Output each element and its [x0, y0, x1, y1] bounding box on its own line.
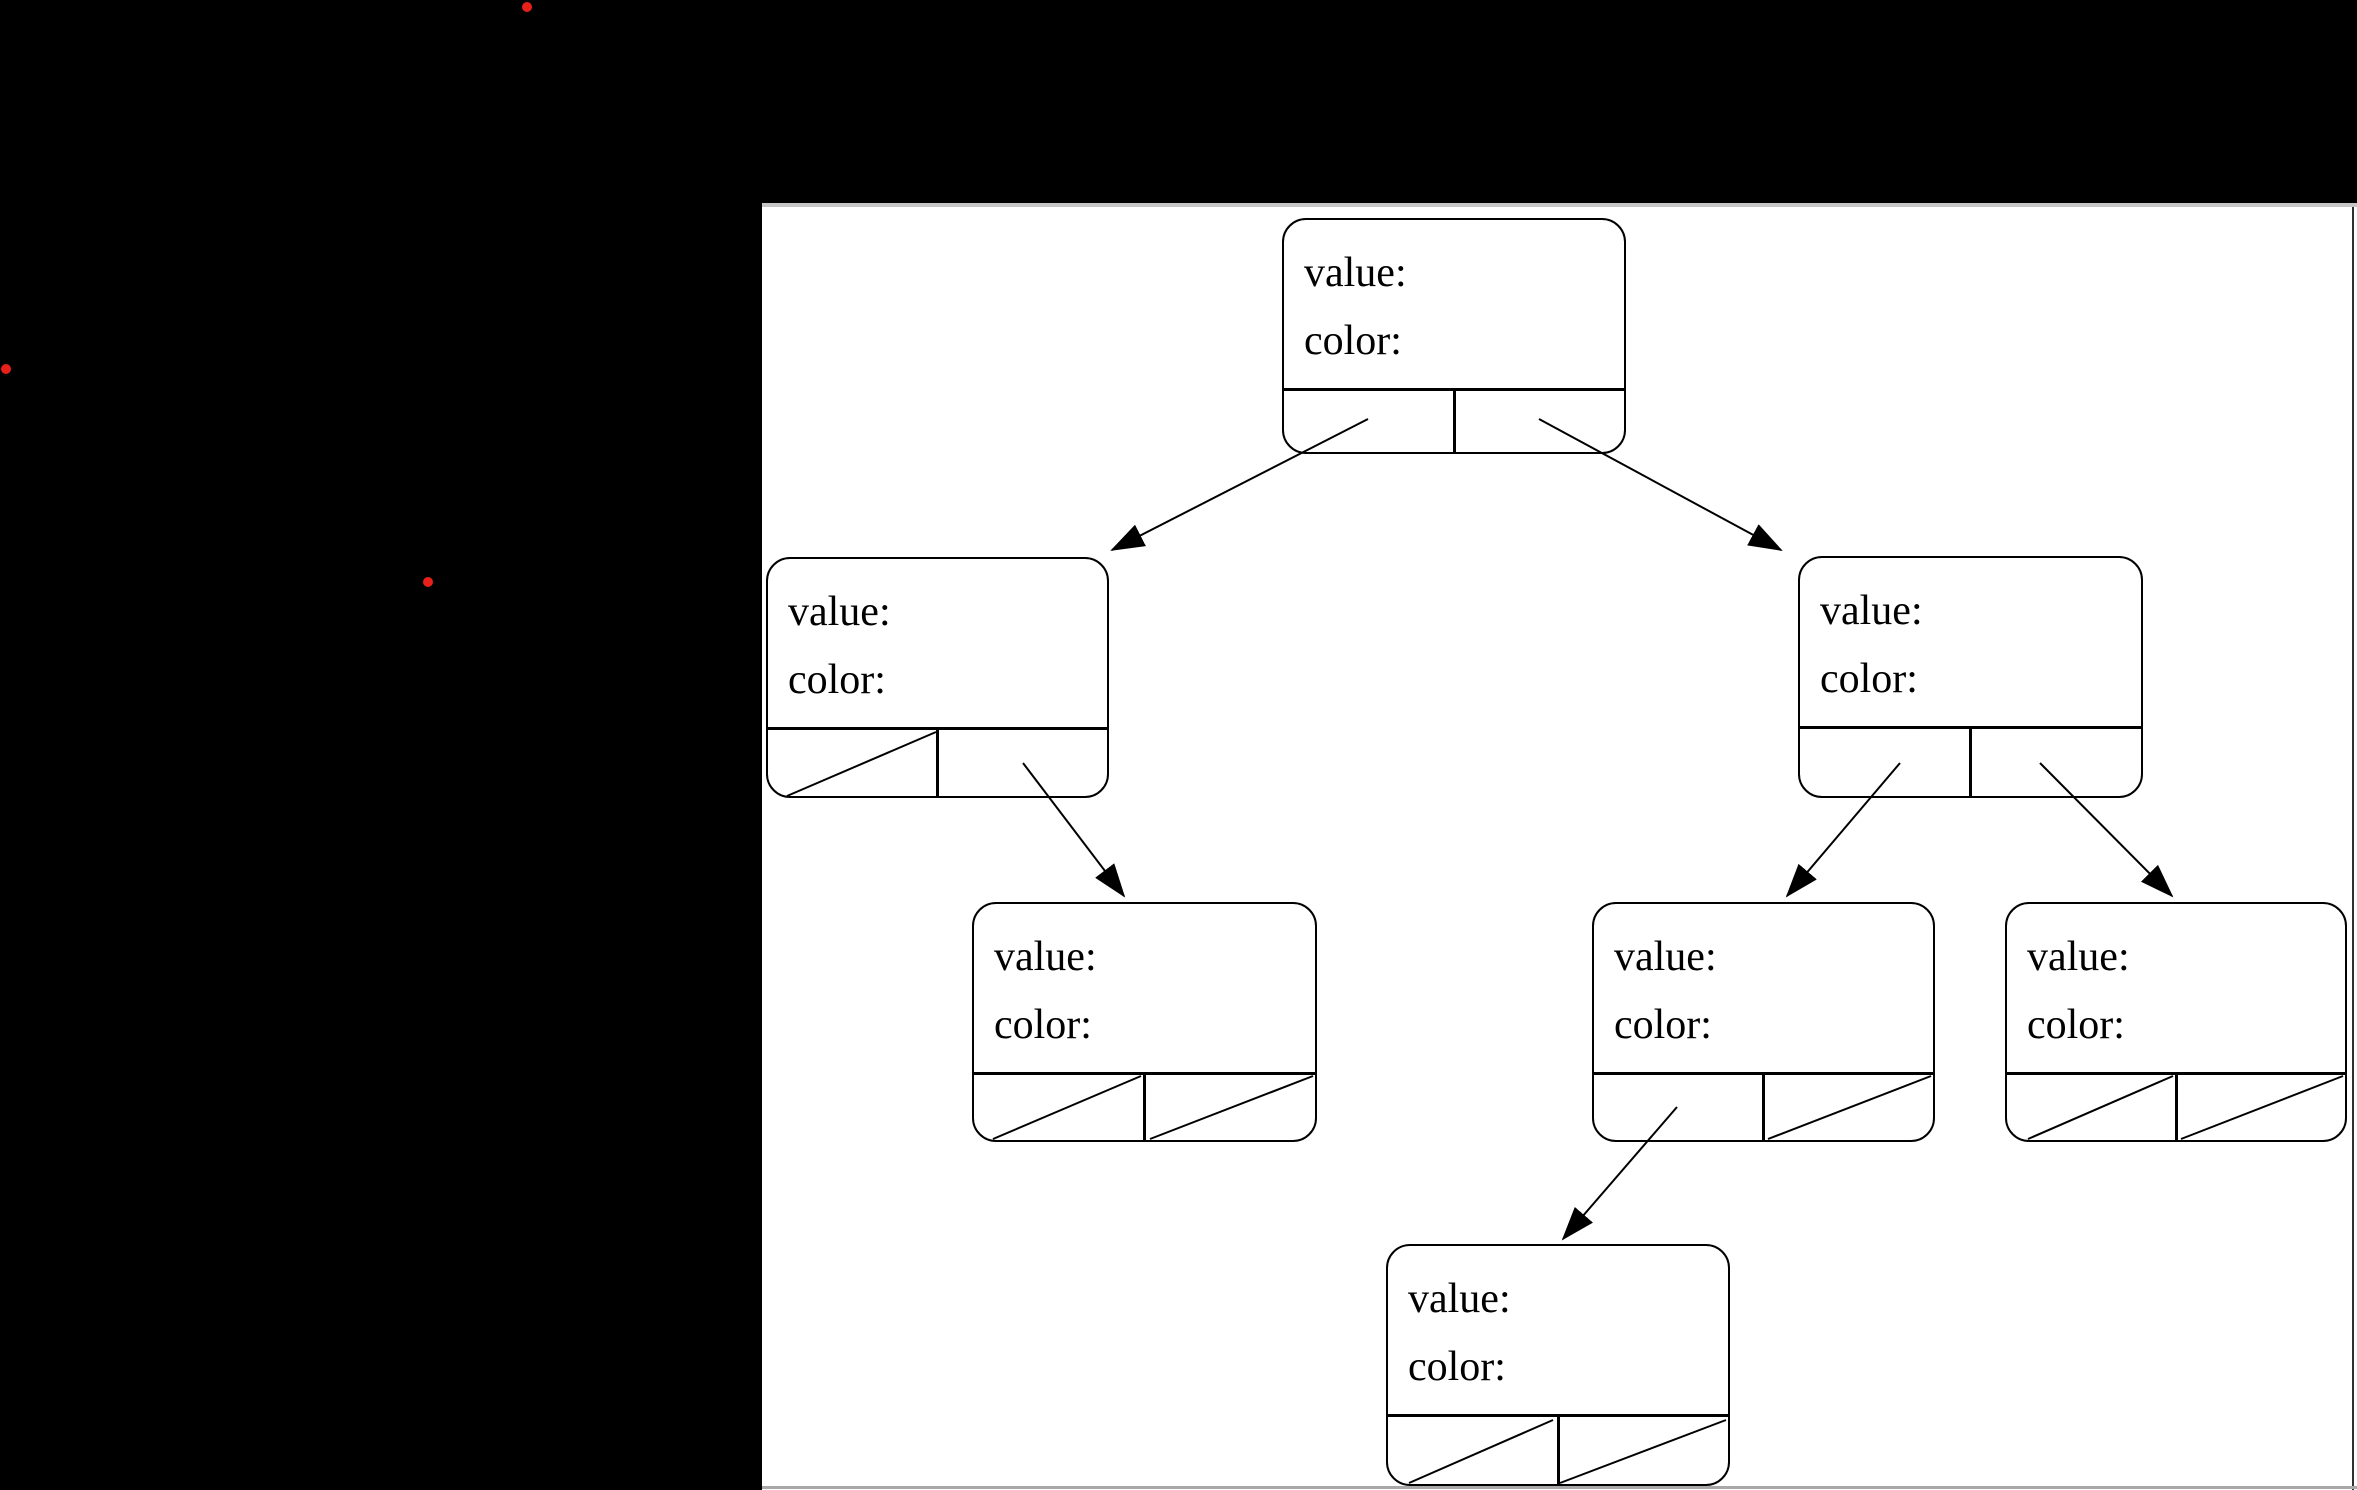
node-pointer-row: [1594, 1072, 1933, 1140]
tree-node-root: value: color:: [1282, 218, 1626, 454]
node-fields: value: color:: [2007, 904, 2345, 1072]
left-pointer-cell: [2007, 1075, 2178, 1140]
tree-node-right-left-left: value: color:: [1386, 1244, 1730, 1486]
node-value-label: value:: [1820, 588, 1923, 634]
tree-node-right-left: value: color:: [1592, 902, 1935, 1142]
node-fields: value: color:: [768, 559, 1107, 727]
left-pointer-cell: [768, 730, 939, 796]
node-pointer-row: [1284, 388, 1624, 452]
node-value-label: value:: [1614, 934, 1717, 980]
node-fields: value: color:: [974, 904, 1315, 1072]
node-color-label: color:: [2027, 1002, 2125, 1048]
tree-node-right-right: value: color:: [2005, 902, 2347, 1142]
node-pointer-row: [974, 1072, 1315, 1140]
node-fields: value: color:: [1284, 220, 1624, 388]
right-pointer-cell: [2178, 1075, 2346, 1140]
left-pointer-cell: [1800, 729, 1972, 796]
left-pointer-cell: [1594, 1075, 1765, 1140]
node-fields: value: color:: [1800, 558, 2141, 726]
node-pointer-row: [2007, 1072, 2345, 1140]
node-value-label: value:: [1408, 1276, 1511, 1322]
node-color-label: color:: [1408, 1344, 1506, 1390]
right-pointer-cell: [939, 730, 1107, 796]
node-pointer-row: [1800, 726, 2141, 796]
page-bottom-border: [762, 1486, 2357, 1489]
node-pointer-row: [768, 727, 1107, 796]
node-pointer-row: [1388, 1414, 1728, 1484]
tree-node-right-child: value: color:: [1798, 556, 2143, 798]
node-value-label: value:: [994, 934, 1097, 980]
right-pointer-cell: [1560, 1417, 1729, 1484]
node-color-label: color:: [1614, 1002, 1712, 1048]
left-pointer-cell: [1388, 1417, 1560, 1484]
node-color-label: color:: [1820, 656, 1918, 702]
right-pointer-cell: [1456, 391, 1625, 452]
right-pointer-cell: [1146, 1075, 1315, 1140]
node-color-label: color:: [994, 1002, 1092, 1048]
left-pointer-cell: [1284, 391, 1456, 452]
red-dot-marker: [1, 364, 11, 374]
node-color-label: color:: [1304, 318, 1402, 364]
node-value-label: value:: [2027, 934, 2130, 980]
node-value-label: value:: [1304, 250, 1407, 296]
tree-node-left-child: value: color:: [766, 557, 1109, 798]
red-dot-marker: [423, 577, 433, 587]
right-pointer-cell: [1765, 1075, 1933, 1140]
page-right-border: [2352, 207, 2354, 1490]
red-dot-marker: [522, 2, 532, 12]
right-pointer-cell: [1972, 729, 2141, 796]
node-fields: value: color:: [1388, 1246, 1728, 1414]
node-value-label: value:: [788, 589, 891, 635]
tree-node-left-right: value: color:: [972, 902, 1317, 1142]
node-fields: value: color:: [1594, 904, 1933, 1072]
left-pointer-cell: [974, 1075, 1146, 1140]
node-color-label: color:: [788, 657, 886, 703]
